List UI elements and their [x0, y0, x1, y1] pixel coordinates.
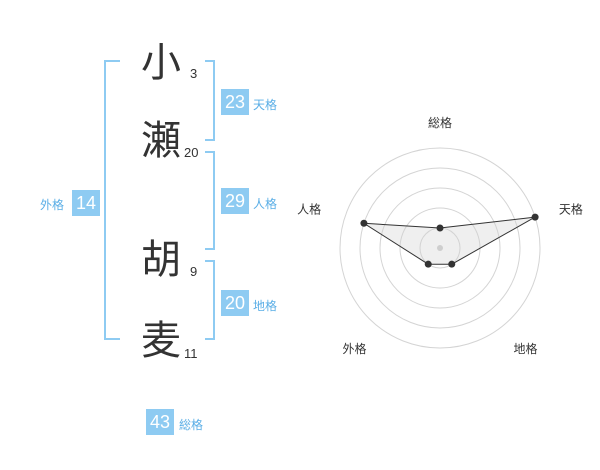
radar-ring-4 — [359, 167, 521, 329]
radar-axis-label-5: 人格 — [297, 201, 321, 216]
radar-point-3 — [448, 260, 456, 268]
stroke-count-2: 20 — [184, 145, 199, 160]
radar-axis-label-2: 天格 — [559, 201, 583, 216]
radar-point-2 — [531, 213, 539, 221]
chikaku-label: 地格 — [253, 299, 278, 313]
radar-ring-5 — [339, 147, 541, 349]
name-char-3: 胡 — [141, 237, 181, 283]
name-char-1: 小 — [141, 40, 181, 86]
stroke-count-4: 11 — [184, 346, 198, 361]
tenkaku-label: 天格 — [253, 98, 278, 112]
radar-axis-label-4: 外格 — [342, 341, 366, 356]
soukaku-label: 総格 — [179, 418, 204, 432]
radar-point-5 — [360, 219, 368, 227]
radar-center — [437, 245, 443, 251]
radar-axis-label-1: 総格 — [428, 115, 452, 130]
jinkaku-badge: 29 — [221, 188, 249, 214]
radar-series-area — [363, 216, 536, 265]
radar-ring-3 — [379, 187, 501, 309]
chikaku-badge: 20 — [221, 290, 249, 316]
radar-point-1 — [436, 224, 444, 232]
gaikaku-label: 外格 — [40, 198, 65, 212]
radar-axis-label-3: 地格 — [514, 341, 538, 356]
stroke-count-1: 3 — [190, 66, 198, 81]
jinkaku-label: 人格 — [253, 197, 278, 211]
name-char-2: 瀬 — [141, 118, 181, 164]
soukaku-badge: 43 — [146, 409, 174, 435]
stroke-count-3: 9 — [190, 264, 198, 279]
tenkaku-badge: 23 — [221, 89, 249, 115]
name-char-4: 麦 — [141, 318, 181, 364]
gaikaku-badge: 14 — [72, 190, 100, 216]
radar-point-4 — [424, 260, 432, 268]
